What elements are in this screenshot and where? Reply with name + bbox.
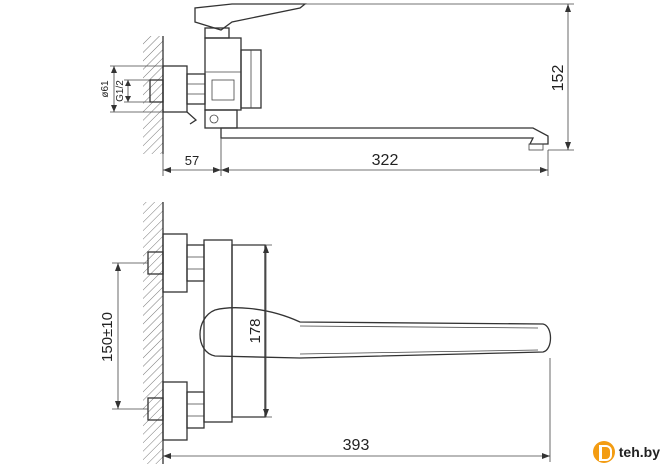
front-view: 150±10 178 393 <box>99 202 552 464</box>
dim-height-label: 152 <box>550 65 567 92</box>
side-mixer-body <box>204 37 242 111</box>
side-escutcheon <box>162 65 188 113</box>
dim-spout-length-label: 322 <box>372 152 399 169</box>
front-mixer-body <box>203 239 233 423</box>
dim-total-length-label: 393 <box>343 437 370 454</box>
side-inlet-pipe <box>149 79 164 103</box>
front-lower-escutcheon <box>162 381 188 441</box>
side-eccentric-nut <box>186 73 206 105</box>
side-lever-handle <box>194 3 307 31</box>
side-spout <box>220 127 549 145</box>
front-spout <box>199 307 552 359</box>
dim-centers-label: 150±10 <box>99 312 116 362</box>
watermark-text: teh.by <box>618 444 660 460</box>
front-upper-escutcheon <box>162 233 188 293</box>
dim-wall-offset-label: 57 <box>185 153 199 168</box>
front-upper-nut <box>186 244 205 282</box>
dim-diameter-label: ø61 <box>100 80 111 98</box>
front-lower-nut <box>186 391 205 429</box>
dim-body-height-label: 178 <box>247 318 264 343</box>
teh-logo-icon <box>592 441 615 463</box>
watermark-badge: teh.by <box>588 438 664 466</box>
dim-thread-label: G1/2 <box>115 80 126 102</box>
side-view: 152 57 322 ø61 G1/2 <box>100 3 574 176</box>
side-wall-hatch <box>143 36 163 154</box>
front-wall-hatch <box>143 202 163 464</box>
